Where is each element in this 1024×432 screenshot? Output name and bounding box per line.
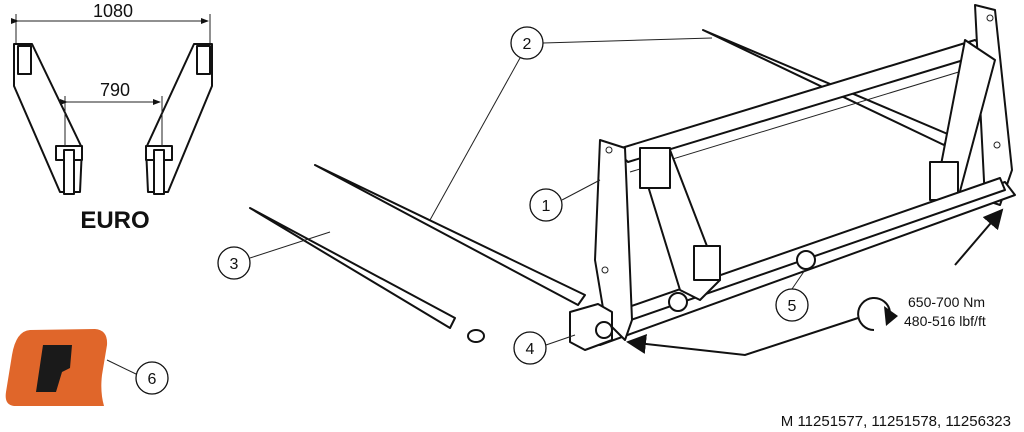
torque-imperial: 480-516 lbf/ft xyxy=(904,313,986,329)
bale-tine-short xyxy=(249,207,456,329)
euro-label: EURO xyxy=(80,207,149,234)
callout-3: 3 xyxy=(217,246,251,280)
euro-bracket-inset: 1080 790 EURO xyxy=(11,1,213,234)
frame-top-bar xyxy=(614,39,991,163)
callout-1: 1 xyxy=(529,188,563,222)
callout-6: 6 xyxy=(135,361,169,395)
tine-nut xyxy=(467,329,485,343)
frame-left-plate xyxy=(594,139,633,341)
callout-2: 2 xyxy=(510,26,544,60)
svg-text:6: 6 xyxy=(148,371,157,388)
svg-text:2: 2 xyxy=(523,36,532,53)
dimension-outer-label: 1080 xyxy=(93,1,133,21)
model-numbers: M 11251577, 11251578, 11256323 xyxy=(781,413,1011,430)
callout-5: 5 xyxy=(775,288,809,322)
torque-pointer-arrow-right xyxy=(954,208,1004,266)
bale-tine-long xyxy=(314,164,586,306)
svg-text:1: 1 xyxy=(542,198,551,215)
torque-metric: 650-700 Nm xyxy=(908,294,985,310)
torque-rotation-icon xyxy=(857,297,891,331)
svg-text:5: 5 xyxy=(788,298,797,315)
dimension-inner-label: 790 xyxy=(100,80,130,100)
torque-pointer-arrow xyxy=(626,317,859,357)
brand-logo xyxy=(5,329,108,406)
callout-4: 4 xyxy=(513,331,547,365)
svg-text:4: 4 xyxy=(526,341,535,358)
svg-text:3: 3 xyxy=(230,256,239,273)
